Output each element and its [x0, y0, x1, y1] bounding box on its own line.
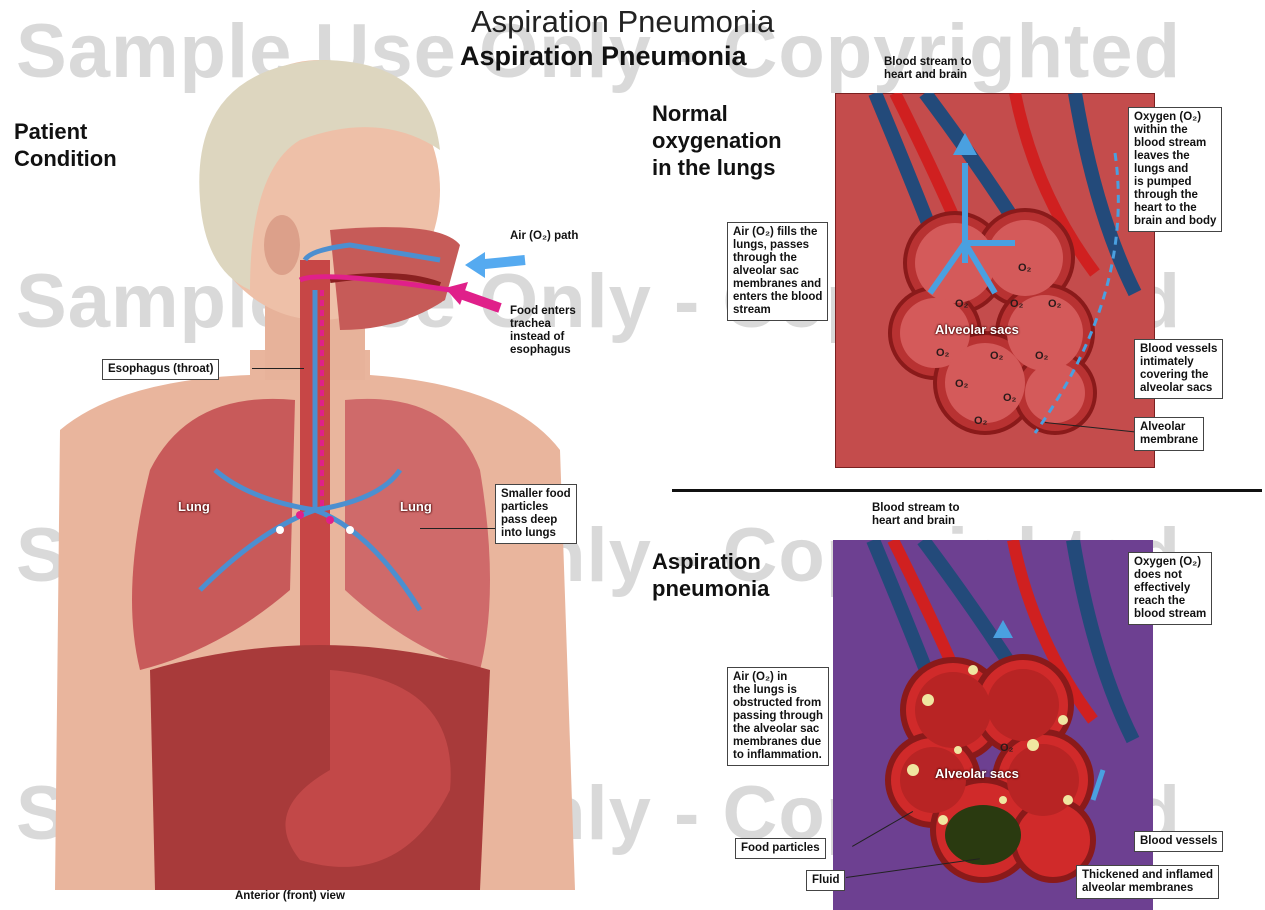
normal-o2-4: O₂: [1048, 298, 1061, 310]
food-enters-label: Food enters trachea instead of esophagus: [510, 305, 576, 357]
alveolar-membrane-label: Alveolar membrane: [1134, 417, 1204, 451]
page-subtitle: Aspiration Pneumonia: [460, 41, 747, 72]
pneumonia-blood-stream-label: Blood stream to heart and brain: [872, 502, 960, 528]
blood-vessels-label-pneumonia: Blood vessels: [1134, 831, 1223, 852]
air-path-label: Air (O₂) path: [510, 230, 578, 243]
normal-o2-10: O₂: [974, 415, 987, 427]
normal-o2-3: O₂: [1010, 298, 1023, 310]
normal-alveolar-sacs-label: Alveolar sacs: [935, 322, 1019, 337]
esophagus-label: Esophagus (throat): [102, 359, 219, 380]
normal-alveoli-illustration: [835, 93, 1155, 468]
lung-label-left: Lung: [178, 499, 210, 514]
blood-vessels-label-normal: Blood vessels intimately covering the al…: [1134, 339, 1223, 399]
normal-o2-2: O₂: [955, 298, 968, 310]
fluid-label: Fluid: [806, 870, 845, 891]
esophagus-leader: [252, 368, 304, 369]
normal-o2-5: O₂: [936, 347, 949, 359]
oxygen-not-label: Oxygen (O₂) does not effectively reach t…: [1128, 552, 1212, 625]
panel-divider: [672, 489, 1262, 492]
normal-o2-7: O₂: [1035, 350, 1048, 362]
aspiration-pneumonia-heading: Aspiration pneumonia: [652, 548, 769, 602]
normal-oxygenation-heading: Normal oxygenation in the lungs: [652, 100, 782, 181]
air-fills-label: Air (O₂) fills the lungs, passes through…: [727, 222, 828, 321]
smaller-food-leader: [420, 528, 497, 529]
page-title: Aspiration Pneumonia: [471, 4, 774, 40]
pneumonia-alveoli-illustration: [833, 540, 1153, 910]
pneumonia-o2: O₂: [1000, 742, 1013, 754]
pneumonia-alveolar-sacs-label: Alveolar sacs: [935, 766, 1019, 781]
normal-o2-9: O₂: [1003, 392, 1016, 404]
normal-o2-1: O₂: [1018, 262, 1031, 274]
normal-o2-6: O₂: [990, 350, 1003, 362]
normal-blood-stream-label: Blood stream to heart and brain: [884, 56, 972, 82]
smaller-food-label: Smaller food particles pass deep into lu…: [495, 484, 577, 544]
lung-label-right: Lung: [400, 499, 432, 514]
patient-condition-heading: Patient Condition: [14, 118, 117, 172]
thickened-membranes-label: Thickened and inflamed alveolar membrane…: [1076, 865, 1219, 899]
food-particles-label: Food particles: [735, 838, 826, 859]
anterior-view-label: Anterior (front) view: [235, 890, 345, 903]
oxygen-within-label: Oxygen (O₂) within the blood stream leav…: [1128, 107, 1222, 232]
normal-o2-8: O₂: [955, 378, 968, 390]
air-obstructed-label: Air (O₂) in the lungs is obstructed from…: [727, 667, 829, 766]
